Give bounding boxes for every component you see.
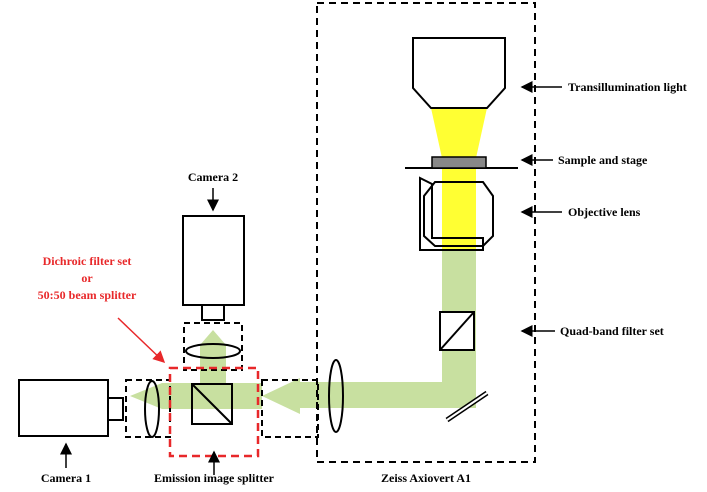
splitter-right-box	[261, 379, 319, 438]
emission-splitter-label: Emission image splitter	[154, 471, 275, 485]
splitter-lens-left	[144, 380, 160, 438]
beam-splitter-cube	[191, 383, 233, 425]
camera-2-label: Camera 2	[188, 170, 238, 184]
tube-lens	[328, 359, 344, 433]
dichroic-arrow	[117, 317, 166, 364]
sample-stage-label: Sample and stage	[558, 153, 648, 167]
green-beam-up	[200, 345, 226, 385]
dichroic-label-line-3: 50:50 beam splitter	[38, 288, 137, 302]
green-beam-taper-mid	[262, 378, 300, 414]
splitter-left-box	[125, 379, 171, 438]
camera-2-lens-mount	[201, 304, 225, 321]
transillumination-label: Transillumination light	[568, 80, 687, 94]
zeiss-label: Zeiss Axiovert A1	[381, 471, 471, 485]
quad-band-filter-diagonal	[439, 311, 475, 351]
dichroic-label-line-1: Dichroic filter set	[43, 254, 132, 268]
camera-1-label: Camera 1	[41, 471, 91, 485]
transillumination-light-housing	[412, 37, 506, 109]
objective-lens-bracket	[419, 176, 484, 251]
objective-lens-label: Objective lens	[568, 205, 641, 219]
sample-block	[431, 156, 487, 169]
green-beam-horizontal	[300, 382, 476, 408]
mirror-inner	[446, 392, 488, 421]
camera-1-body	[18, 379, 109, 437]
beam-splitter-diagonal	[191, 383, 233, 425]
green-beam-up-taper	[200, 330, 226, 345]
zeiss-axiovert-box	[316, 2, 536, 463]
dichroic-label-line-2: or	[81, 271, 93, 285]
splitter-lens-top	[185, 343, 241, 359]
camera-1-lens-mount	[107, 397, 124, 421]
camera-2-body	[182, 215, 245, 306]
dichroic-highlight-box	[168, 366, 260, 458]
splitter-top-box	[183, 322, 243, 371]
quad-band-label: Quad-band filter set	[560, 324, 664, 338]
transillumination-light-cone	[431, 108, 487, 158]
